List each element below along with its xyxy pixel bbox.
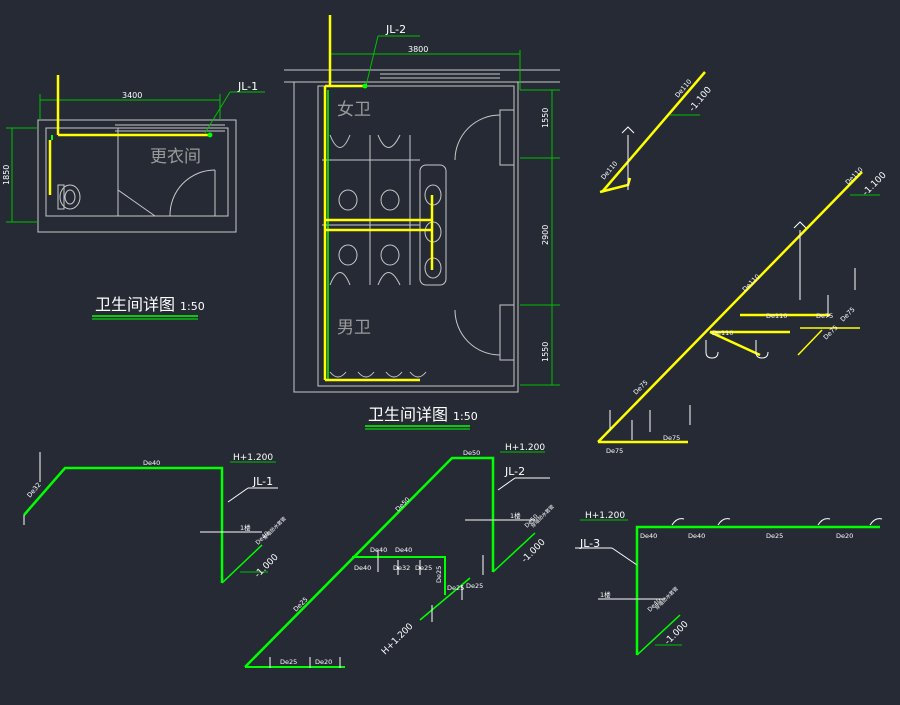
iso-right-level: -1.100 — [861, 170, 889, 198]
supply-jl2: JL-2 H+1.200 De50 De50 De40 De40 De40 De… — [244, 443, 556, 668]
plan-left-dim-width: 3400 — [122, 91, 142, 100]
plan-center-toilets — [338, 189, 400, 266]
supply-jl1-pipe-main: De40 — [143, 459, 160, 467]
plan-left-dim-height: 1850 — [2, 165, 11, 185]
supply-jl2-main — [244, 456, 495, 668]
supply-jl1-level-bottom: -1.000 — [253, 552, 281, 580]
supply-jl1-pipe — [23, 466, 224, 583]
iso-right-pipe-lower: De75 — [632, 379, 650, 397]
supply-jl2-valves — [269, 550, 484, 668]
iso-right-pipe-bottom2: De75 — [663, 434, 680, 442]
iso-right-pipe-branch4: De75 — [839, 306, 857, 324]
supply-jl2-label: JL-2 — [504, 465, 525, 478]
iso-top-small-pipe-bottom: De110 — [599, 160, 619, 182]
supply-jl3-pipe-4: De20 — [836, 532, 853, 540]
iso-right-pipe-branch1: De110 — [712, 329, 733, 337]
plan-center-scale: 1:50 — [453, 410, 478, 423]
supply-jl2-floor: 1楼 — [510, 511, 521, 520]
iso-right-pipe-top: De110 — [844, 166, 865, 187]
plan-center — [284, 15, 560, 393]
iso-right-pipe-branch3: De75 — [816, 312, 833, 320]
iso-right-pipe-branch2: De110 — [766, 312, 787, 320]
supply-jl2-pipe-c: De40 — [354, 564, 371, 572]
iso-top-small-pipe — [601, 71, 706, 193]
plan-center-dim-top: 1550 — [541, 108, 550, 128]
plan-center-inner-wall — [317, 85, 515, 387]
plan-left-inner-wall — [45, 127, 229, 217]
supply-jl3-level-top: H+1.200 — [585, 511, 625, 521]
supply-jl2-pipe-d: De32 — [393, 564, 410, 572]
plan-left-room-label: 更衣间 — [150, 147, 201, 167]
iso-right: De110 -1.100 De110 De110 De110 De75 De75… — [597, 166, 889, 455]
plan-left-riser-leader — [204, 91, 231, 134]
plan-left-title: 卫生间详图 — [95, 295, 175, 314]
supply-jl1: JL-1 H+1.200 De40 De32 1楼 De40 穿墙防水套管 -1… — [23, 452, 288, 584]
plan-left-riser-label: JL-1 — [237, 80, 258, 93]
plan-center-riser-label: JL-2 — [385, 23, 406, 36]
plan-center-riser-leader — [365, 35, 379, 87]
plan-left-scale: 1:50 — [180, 300, 205, 313]
supply-jl3-pipe-2: De40 — [688, 532, 705, 540]
supply-jl3-pipe-3: De25 — [766, 532, 783, 540]
supply-jl2-pipe-b: De40 — [395, 546, 412, 554]
supply-jl2-pipe-f: De25 — [447, 584, 464, 592]
supply-jl3-level-bottom: -1.000 — [663, 619, 691, 647]
plan-center-women-label: 女卫 — [337, 100, 371, 120]
plan-center-title: 卫生间详图 — [368, 405, 448, 424]
plan-center-basin-counter — [419, 164, 447, 286]
plan-center-dim-bot: 1550 — [541, 342, 550, 362]
plan-left-toilet — [59, 184, 81, 210]
plan-center-dim-width: 3800 — [408, 45, 428, 54]
iso-right-main-pipe — [597, 171, 863, 443]
iso-right-pipe-mid: De110 — [741, 273, 762, 294]
plan-center-men-label: 男卫 — [337, 318, 371, 338]
supply-jl1-floor: 1楼 — [240, 523, 251, 532]
plan-left-door-swing — [169, 169, 216, 217]
iso-right-traps — [609, 268, 856, 440]
supply-jl1-level-top: H+1.200 — [233, 453, 273, 463]
supply-jl2-pipe-top: De50 — [463, 449, 480, 457]
plan-center-urinals — [329, 371, 427, 378]
supply-jl3: JL-3 H+1.200 De40 De40 De25 De20 1楼 De40… — [575, 511, 883, 656]
iso-right-pipe-branch5: De75 — [822, 324, 840, 342]
supply-jl2-level-top: H+1.200 — [505, 443, 545, 453]
supply-jl2-pipe-low2: De20 — [315, 658, 332, 666]
plan-left-texts: 3400 1850 JL-1 更衣间 卫生间详图 1:50 — [2, 80, 258, 320]
plan-left — [6, 75, 265, 233]
supply-jl1-label: JL-1 — [252, 475, 273, 488]
supply-jl3-pipe-1: De40 — [640, 532, 657, 540]
supply-jl3-label: JL-3 — [579, 537, 600, 550]
supply-jl3-floor: 1楼 — [600, 590, 611, 599]
supply-jl2-pipe-g: De25 — [466, 582, 483, 590]
plan-center-texts: JL-2 3800 1550 2900 1550 女卫 男卫 卫生间详图 1:5… — [337, 23, 550, 430]
supply-jl2-level-bottom: -1.000 — [520, 537, 548, 565]
supply-jl2-pipe-e: De25 — [435, 566, 443, 583]
supply-jl3-pipe — [635, 525, 880, 655]
supply-jl2-branch — [352, 556, 446, 595]
supply-jl3-taps — [671, 518, 883, 526]
supply-jl1-sleeve: 穿墙防水套管 — [261, 515, 287, 541]
plan-center-dim-mid: 2900 — [541, 225, 550, 245]
iso-right-pipe-bottom1: De75 — [606, 447, 623, 455]
iso-top-small: De110 De110 -1.100 — [599, 71, 714, 194]
supply-jl2-pipe-a: De40 — [370, 546, 387, 554]
plan-left-outer-wall — [37, 119, 237, 233]
supply-jl2-pipe-diag: De50 — [394, 496, 412, 514]
supply-jl2-level-low: H+1.200 — [380, 622, 416, 658]
plan-center-door-bottom — [454, 309, 501, 356]
supply-jl2-pipe-low1: De25 — [280, 658, 297, 666]
stall-door-swing — [329, 134, 351, 148]
plan-center-door-top — [454, 114, 501, 161]
supply-jl2-pipe-h: De25 — [415, 564, 432, 572]
